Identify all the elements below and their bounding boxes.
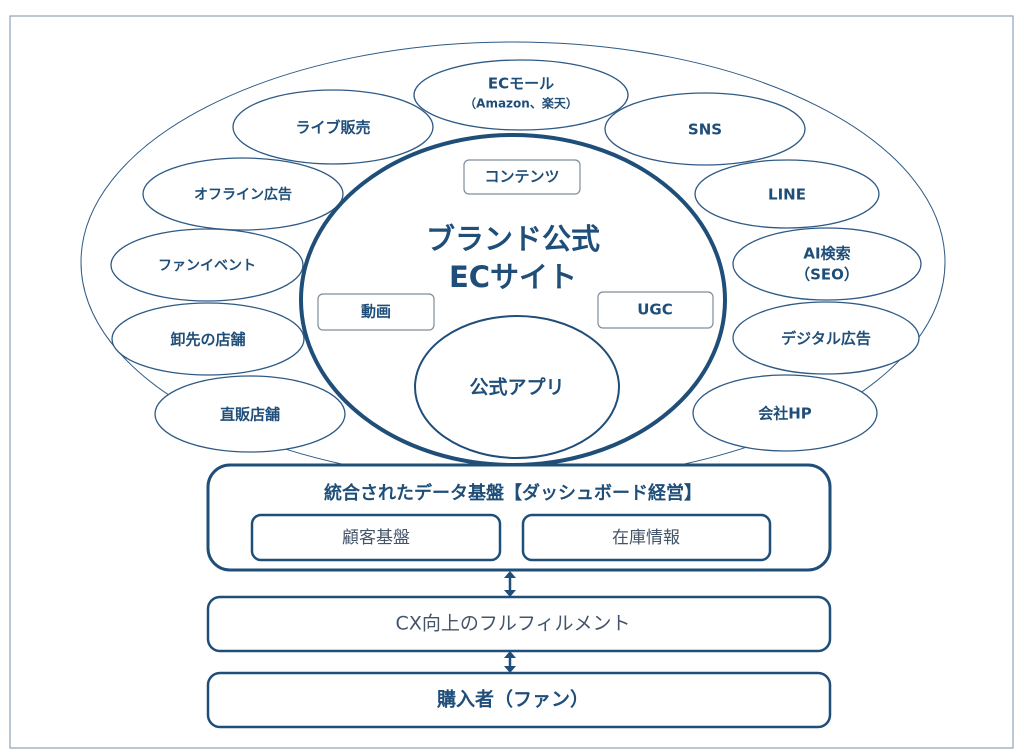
channel-direct-stores: 直販店舗 [154, 375, 346, 453]
svg-text:ファンイベント: ファンイベント [158, 258, 256, 274]
data-platform-title: 統合されたデータ基盤【ダッシュボード経営】 [324, 482, 702, 504]
channel-fan-event: ファンイベント [110, 228, 304, 302]
channel-ec-mall: ECモール （Amazon、楽天） [413, 59, 629, 131]
svg-text:CX向上のフルフィルメント: CX向上のフルフィルメント [396, 613, 631, 635]
channel-ai-search: AI検索 （SEO） [732, 227, 922, 301]
svg-text:顧客基盤: 顧客基盤 [342, 528, 410, 548]
svg-text:直販店舗: 直販店舗 [220, 406, 280, 424]
double-arrow-icon [504, 651, 516, 673]
svg-text:ライブ販売: ライブ販売 [295, 119, 370, 137]
svg-text:オフライン広告: オフライン広告 [194, 186, 292, 203]
svg-text:UGC: UGC [637, 301, 673, 319]
channel-sns: SNS [604, 92, 806, 166]
contents-box: コンテンツ [463, 159, 581, 195]
svg-text:会社HP: 会社HP [758, 405, 812, 423]
brand-title-line2: ECサイト [449, 260, 577, 294]
channel-line: LINE [694, 159, 880, 229]
svg-text:卸先の店舗: 卸先の店舗 [170, 331, 245, 349]
brand-ec-site: ブランド公式 ECサイト コンテンツ 動画 UGC 公式アプリ [299, 133, 727, 467]
double-arrow-icon [504, 571, 516, 597]
video-box: 動画 [317, 293, 435, 331]
channel-offline-ads: オフライン広告 [142, 157, 344, 231]
channel-wholesale-stores: 卸先の店舗 [111, 302, 305, 376]
svg-text:動画: 動画 [361, 303, 391, 321]
channel-digital-ads: デジタル広告 [732, 301, 920, 375]
svg-text:デジタル広告: デジタル広告 [781, 330, 871, 348]
buyer-box: 購入者（ファン） [206, 671, 832, 729]
inventory-box: 在庫情報 [521, 513, 772, 562]
svg-text:ECモール: ECモール [488, 75, 554, 93]
svg-text:（Amazon、楽天）: （Amazon、楽天） [464, 96, 578, 111]
svg-text:（SEO）: （SEO） [795, 266, 859, 284]
svg-text:SNS: SNS [688, 121, 722, 139]
fulfillment-box: CX向上のフルフィルメント [206, 595, 832, 653]
channel-live-commerce: ライブ販売 [232, 89, 434, 165]
channel-corporate-hp: 会社HP [692, 374, 878, 452]
outer-frame [9, 15, 1014, 749]
svg-text:購入者（ファン）: 購入者（ファン） [437, 688, 589, 711]
svg-text:コンテンツ: コンテンツ [484, 168, 559, 186]
ugc-box: UGC [597, 291, 714, 329]
data-platform: 統合されたデータ基盤【ダッシュボード経営】 顧客基盤 在庫情報 [206, 463, 832, 572]
customer-base-box: 顧客基盤 [250, 513, 502, 562]
svg-text:在庫情報: 在庫情報 [612, 528, 680, 548]
svg-text:LINE: LINE [768, 186, 806, 204]
brand-title-line1: ブランド公式 [426, 222, 600, 256]
svg-text:公式アプリ: 公式アプリ [469, 376, 564, 399]
official-app: 公式アプリ [414, 315, 620, 459]
svg-text:AI検索: AI検索 [803, 245, 850, 263]
